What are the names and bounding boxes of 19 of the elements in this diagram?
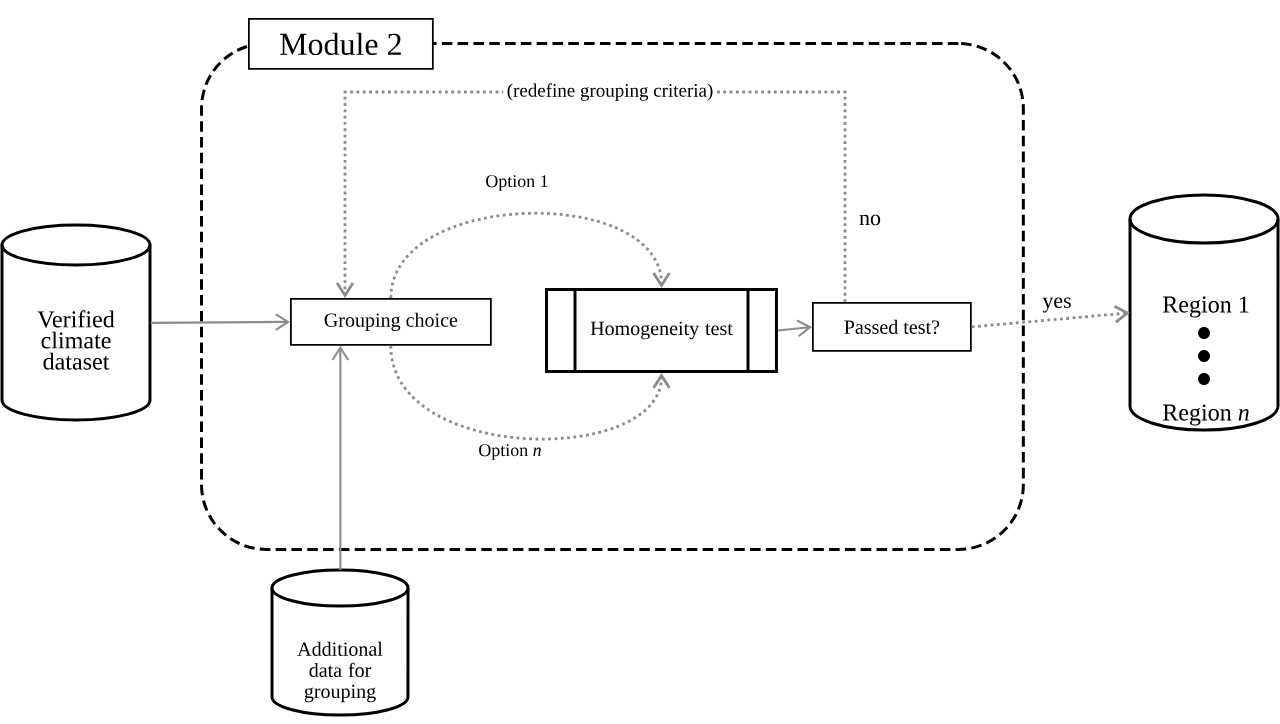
arrow [150,313,290,331]
cylinder-label: Additional data for grouping [297,641,383,703]
cylinder-label: Verified climate dataset [37,310,115,370]
edge-label: no [857,212,883,228]
module-title-box: Module 2 [248,18,434,70]
cylinder-label: Region 1 [1162,296,1249,318]
arrow [971,305,1131,329]
loop-label: (redefine grouping criteria) [503,79,717,105]
arrow [331,345,350,570]
edge-label: yes [1040,295,1074,315]
process-box: Passed test? [812,302,972,352]
arrow [389,212,671,299]
edge-label: Option n [476,442,544,462]
edge-label: Option 1 [483,173,551,193]
predefined-process-box: Homogeneity test [545,286,778,373]
arrow [389,345,671,441]
cylinder-label: Region n [1162,404,1249,426]
arrow [777,319,812,338]
process-box: Grouping choice [290,298,492,346]
